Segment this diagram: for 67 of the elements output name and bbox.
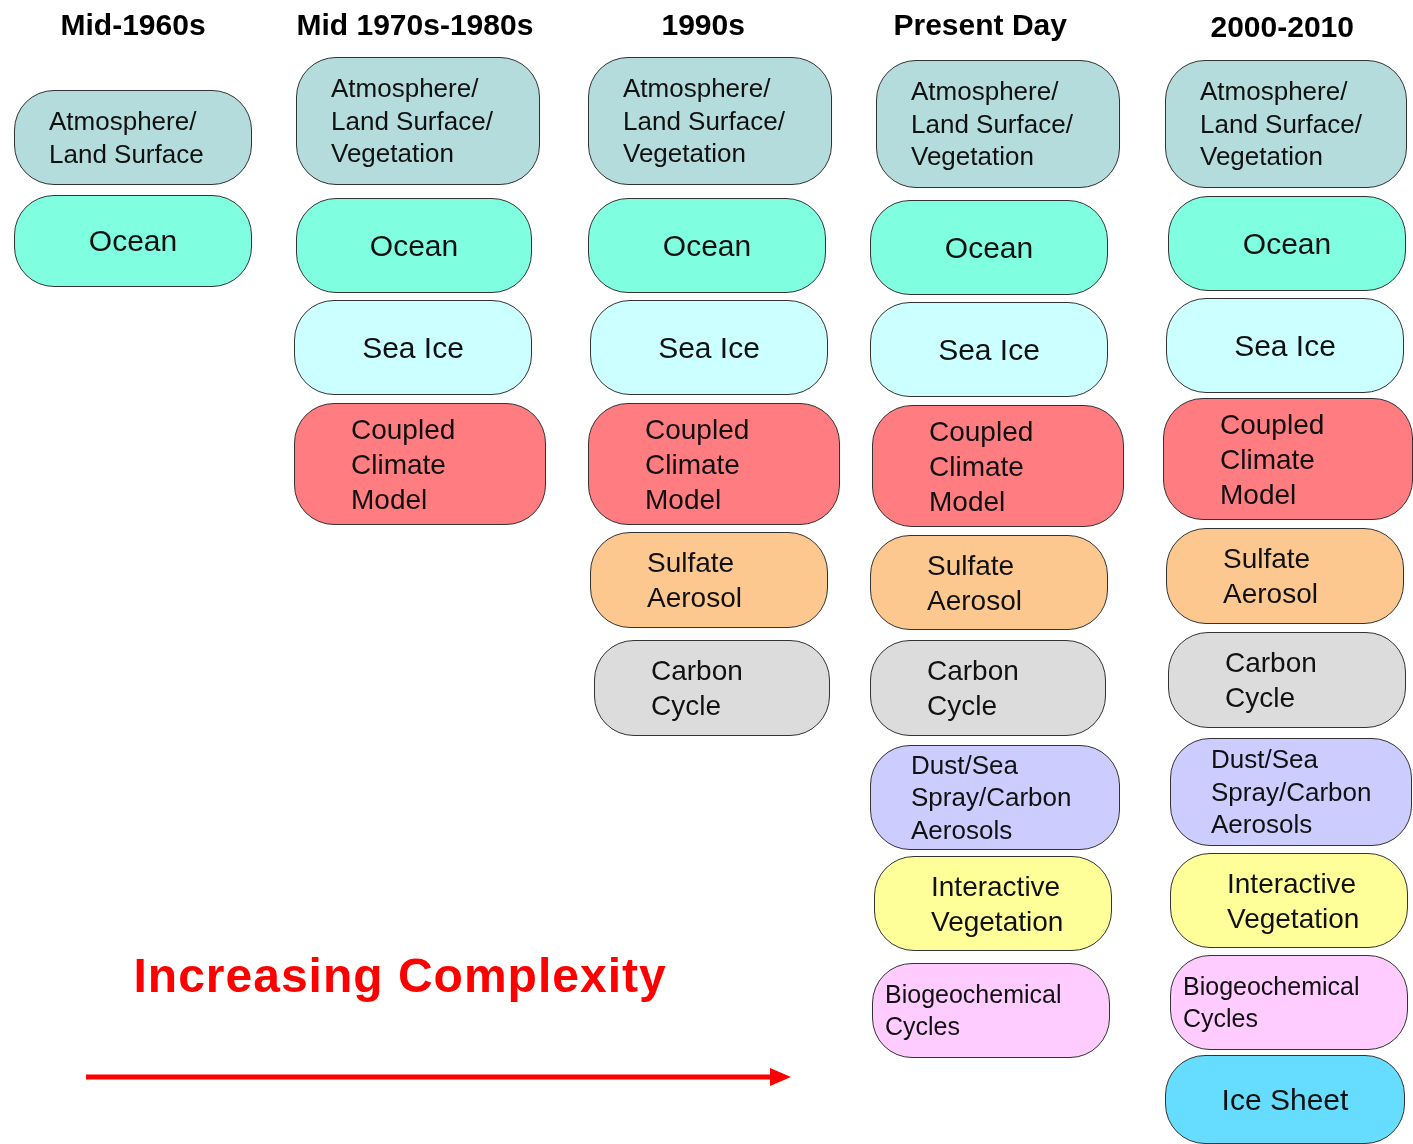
model-component-pill (588, 403, 840, 525)
component-label: Ocean (88, 223, 178, 260)
component-label: Atmosphere/ Land Surface/ Vegetation (1200, 75, 1363, 173)
model-component-pill (1166, 298, 1404, 393)
component-label: Interactive Vegetation (1227, 866, 1361, 936)
model-component-pill (296, 57, 540, 185)
component-label: Atmosphere/ Land Surface/ Vegetation (623, 72, 786, 170)
component-label: Sea Ice (362, 329, 464, 366)
model-component-pill (588, 198, 826, 293)
component-label: Atmosphere/ Land Surface (49, 105, 205, 170)
model-component-pill (876, 60, 1120, 188)
component-label: Ice Sheet (1221, 1081, 1349, 1118)
component-label: Sea Ice (1234, 327, 1336, 364)
model-component-pill (590, 300, 828, 395)
component-label: Biogeochemical Cycles (1183, 971, 1361, 1034)
model-component-pill (1170, 955, 1408, 1050)
component-label: Atmosphere/ Land Surface/ Vegetation (331, 72, 494, 170)
column-heading: 2000-2010 (1210, 10, 1354, 44)
model-component-pill (870, 640, 1106, 736)
component-label: Coupled Climate Model (1220, 407, 1326, 512)
model-component-pill (1166, 528, 1404, 624)
model-component-pill (588, 57, 832, 185)
model-component-pill (14, 195, 252, 287)
component-label: Coupled Climate Model (645, 412, 751, 517)
column-heading: Mid 1970s-1980s (296, 8, 534, 42)
model-component-pill (590, 532, 828, 628)
component-label: Sea Ice (658, 329, 760, 366)
model-component-pill (870, 200, 1108, 295)
model-component-pill (594, 640, 830, 736)
model-component-pill (14, 90, 252, 185)
component-label: Coupled Climate Model (351, 412, 457, 517)
model-component-pill (1163, 398, 1413, 520)
component-label: Dust/Sea Spray/Carbon Aerosols (1211, 743, 1373, 841)
column-heading: Present Day (893, 8, 1067, 42)
component-label: Carbon Cycle (1225, 646, 1318, 715)
model-component-pill (870, 302, 1108, 397)
model-component-pill (1170, 853, 1408, 948)
model-component-pill (294, 300, 532, 395)
column-heading: 1990s (661, 8, 745, 42)
component-label: Biogeochemical Cycles (885, 979, 1063, 1042)
model-component-pill (872, 405, 1124, 527)
component-label: Atmosphere/ Land Surface/ Vegetation (911, 75, 1074, 173)
model-component-pill (870, 535, 1108, 630)
model-component-pill (872, 963, 1110, 1058)
component-label: Coupled Climate Model (929, 414, 1035, 519)
component-label: Sulfate Aerosol (647, 546, 743, 615)
component-label: Carbon Cycle (651, 654, 744, 723)
model-component-pill (296, 198, 532, 293)
component-label: Ocean (1242, 225, 1332, 262)
component-label: Dust/Sea Spray/Carbon Aerosols (911, 748, 1073, 847)
component-label: Ocean (662, 227, 752, 264)
component-label: Sulfate Aerosol (927, 548, 1023, 618)
model-component-pill (1168, 632, 1406, 728)
component-label: Sulfate Aerosol (1223, 542, 1319, 611)
component-label: Ocean (944, 229, 1034, 266)
column-heading: Mid-1960s (60, 8, 206, 42)
model-component-pill (1168, 196, 1406, 291)
component-label: Sea Ice (938, 331, 1040, 368)
model-component-pill (1165, 60, 1407, 188)
model-component-pill (874, 856, 1112, 951)
model-component-pill (870, 745, 1120, 850)
component-label: Ocean (369, 227, 459, 264)
component-label: Interactive Vegetation (931, 869, 1065, 939)
trend-label: Increasing Complexity (133, 948, 667, 1003)
component-label: Carbon Cycle (927, 654, 1020, 723)
model-component-pill (1170, 738, 1412, 846)
model-component-pill (294, 403, 546, 525)
